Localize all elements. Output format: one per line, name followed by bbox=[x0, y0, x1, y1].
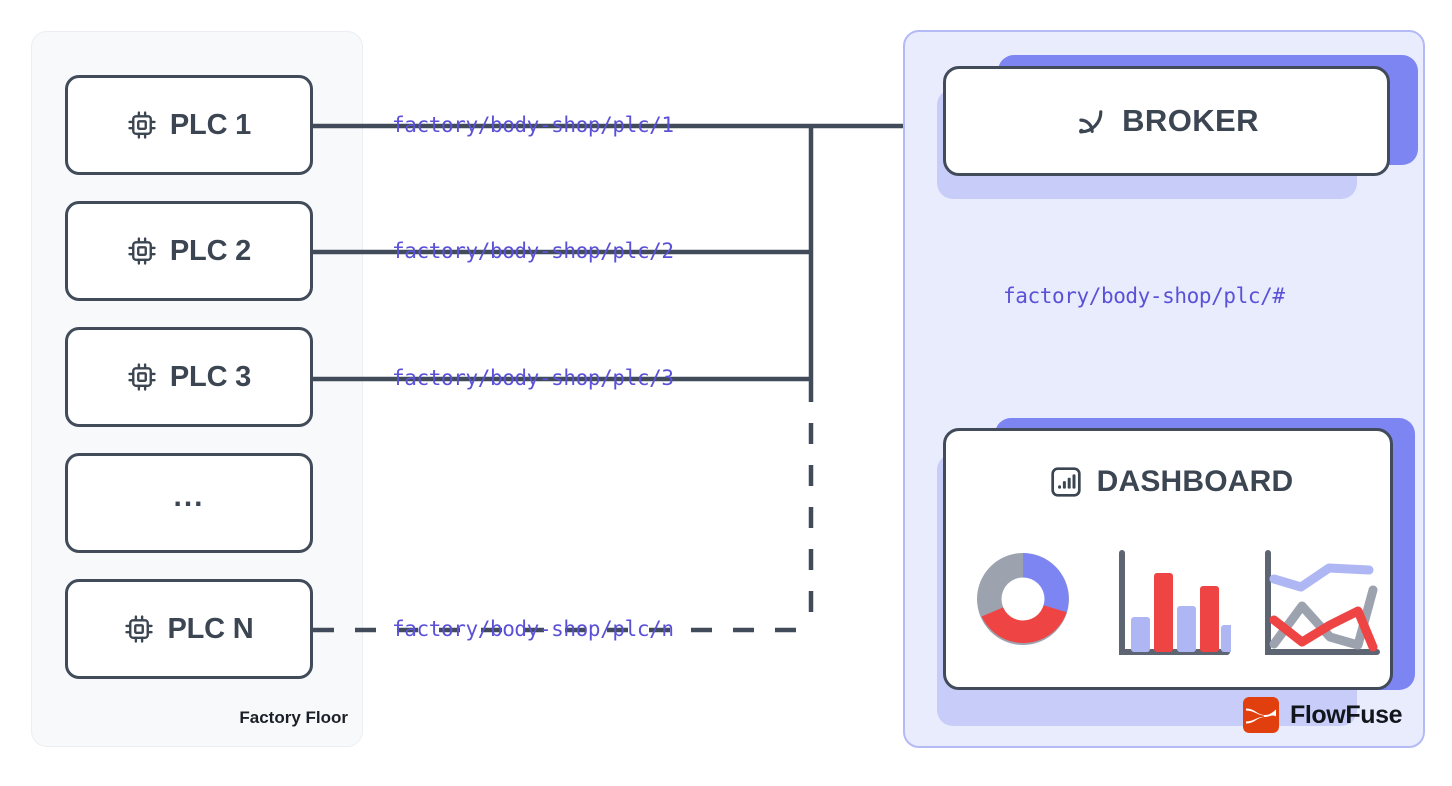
cpu-icon bbox=[128, 237, 156, 265]
plc-card-ellipsis: ... bbox=[65, 453, 313, 553]
dashboard-card[interactable]: DASHBOARD bbox=[937, 418, 1415, 726]
broker-label: BROKER bbox=[1122, 103, 1259, 138]
topic-label-subscription: factory/body-shop/plc/# bbox=[1003, 284, 1285, 308]
flowfuse-logo-icon bbox=[1243, 697, 1279, 733]
plc-card-1[interactable]: PLC 1 bbox=[65, 75, 313, 175]
flowfuse-brand-name: FlowFuse bbox=[1290, 700, 1403, 729]
broker-card-face: BROKER bbox=[943, 66, 1390, 176]
mini-line-chart bbox=[1265, 550, 1380, 655]
ellipsis-label: ... bbox=[173, 480, 205, 513]
factory-floor-caption: Factory Floor bbox=[239, 708, 348, 727]
mini-donut-chart bbox=[977, 553, 1069, 645]
bar-chart-box-icon bbox=[1050, 467, 1081, 497]
cpu-icon bbox=[125, 615, 154, 643]
plc-card-label: PLC 3 bbox=[169, 360, 252, 393]
dashboard-header: DASHBOARD bbox=[946, 465, 1396, 499]
topic-label-plc-2: factory/body-shop/plc/2 bbox=[392, 239, 674, 263]
plc-card-label: PLC N bbox=[167, 612, 254, 645]
dashboard-chart-strip bbox=[946, 531, 1396, 661]
cpu-icon bbox=[128, 363, 156, 391]
rss-signal-icon bbox=[1079, 109, 1103, 133]
dashboard-label: DASHBOARD bbox=[1096, 465, 1294, 498]
plc-card-2[interactable]: PLC 2 bbox=[65, 201, 313, 301]
plc-card-n[interactable]: PLC N bbox=[65, 579, 313, 679]
flowfuse-brand[interactable]: FlowFuse bbox=[1243, 697, 1402, 733]
plc-card-label: PLC 2 bbox=[169, 234, 252, 267]
topic-label-plc-n: factory/body-shop/plc/n bbox=[392, 617, 674, 641]
topic-label-plc-1: factory/body-shop/plc/1 bbox=[392, 113, 674, 137]
plc-card-3[interactable]: PLC 3 bbox=[65, 327, 313, 427]
dashboard-card-face: DASHBOARD bbox=[943, 428, 1393, 690]
plc-card-label: PLC 1 bbox=[169, 108, 252, 141]
mini-bar-chart bbox=[1119, 550, 1231, 655]
cpu-icon bbox=[128, 111, 156, 139]
broker-card[interactable]: BROKER bbox=[937, 55, 1418, 199]
topic-label-plc-3: factory/body-shop/plc/3 bbox=[392, 366, 674, 390]
